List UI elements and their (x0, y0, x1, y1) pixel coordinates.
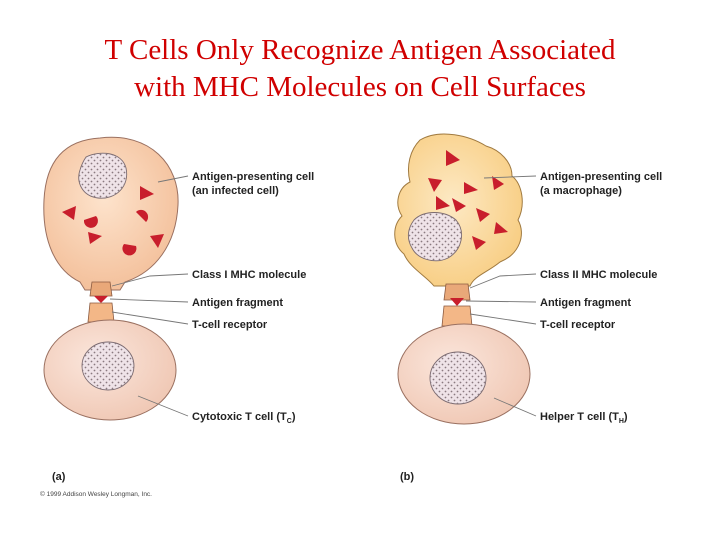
label-mhc-b: Class II MHC molecule (540, 269, 657, 281)
panel-a: Antigen-presenting cell (an infected cel… (43, 136, 314, 483)
label-tcell-a: Cytotoxic T cell (TC) (192, 411, 296, 425)
antigens-b (428, 150, 508, 250)
label-tcell-b: Helper T cell (TH) (540, 411, 628, 425)
label-mhc-a: Class I MHC molecule (192, 269, 306, 281)
t-cell-receptor-a (87, 302, 115, 323)
panel-letter-a: (a) (52, 471, 66, 483)
label-fragment-b: Antigen fragment (540, 297, 631, 309)
infected-cell (43, 136, 179, 291)
copyright-text: © 1999 Addison Wesley Longman, Inc. (40, 490, 152, 498)
antigen-fragment-b (450, 298, 464, 306)
label-fragment-a: Antigen fragment (192, 297, 283, 309)
title-line-2: with MHC Molecules on Cell Surfaces (134, 71, 586, 103)
class-ii-mhc (443, 283, 471, 301)
antigen-fragment-a (94, 296, 108, 303)
label-apc-b: Antigen-presenting cell (540, 171, 662, 183)
label-apc-b-sub: (a macrophage) (540, 185, 622, 197)
label-receptor-b: T-cell receptor (540, 319, 616, 331)
label-receptor-a: T-cell receptor (192, 319, 268, 331)
antigens-a (62, 186, 164, 256)
title-line-1: T Cells Only Recognize Antigen Associate… (104, 34, 616, 66)
panel-letter-b: (b) (400, 471, 414, 483)
panel-b: Antigen-presenting cell (a macrophage) C… (394, 133, 662, 483)
slide-title: T Cells Only Recognize Antigen Associate… (0, 32, 720, 106)
class-i-mhc (89, 281, 113, 297)
label-apc-a: Antigen-presenting cell (192, 171, 314, 183)
t-cell-receptor-b (441, 305, 473, 327)
label-apc-a-sub: (an infected cell) (192, 185, 279, 197)
